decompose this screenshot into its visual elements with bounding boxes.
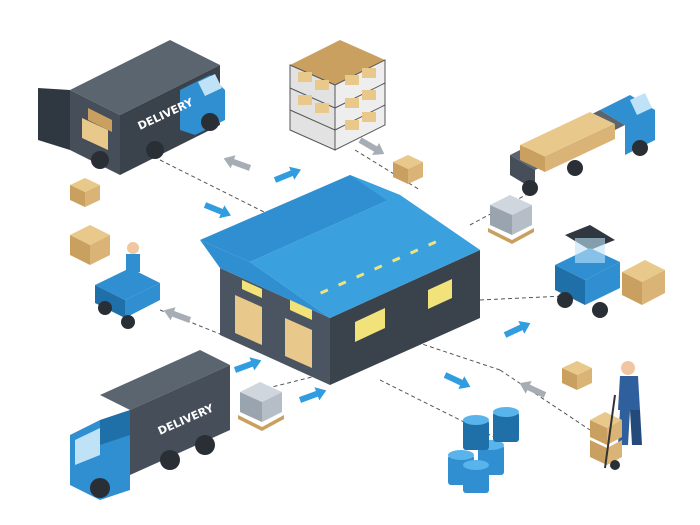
worker-head-icon [621, 361, 635, 375]
warehouse-door [235, 295, 262, 345]
warehouse-door [285, 318, 312, 368]
storage-rack [289, 40, 386, 151]
operator-head-icon [127, 242, 139, 254]
barrels [448, 407, 519, 493]
arrow-blue-icon [298, 387, 327, 403]
barrel-icon [463, 460, 489, 493]
crate-icon [70, 178, 100, 207]
delivery-truck-top-left: DELIVERY [38, 40, 225, 175]
arrow-blue-icon [233, 357, 262, 373]
wrapped-pallet-icon [488, 195, 534, 244]
arrow-blue-icon [273, 166, 301, 183]
forklift-right [555, 225, 665, 318]
arrow-gray-icon [223, 155, 252, 171]
delivery-truck-bottom-left: DELIVERY [70, 350, 230, 500]
worker-hand-truck [590, 361, 642, 470]
crate-icon [562, 361, 592, 390]
warehouse [200, 175, 480, 385]
crate-icon [393, 155, 423, 184]
wrapped-pallet-icon [238, 382, 284, 431]
arrow-gray-icon [519, 381, 547, 398]
arrow-blue-icon [163, 307, 192, 323]
warehouse-windows [242, 279, 452, 342]
cargo-boxes [520, 112, 615, 172]
crate-on-fork [622, 260, 665, 305]
barrel-icon [463, 415, 489, 450]
arrow-blue-icon [203, 202, 231, 219]
flatbed-truck [510, 93, 655, 196]
arrow-blue-icon [443, 372, 471, 389]
flow-arrows [163, 137, 547, 403]
barrel-icon [493, 407, 519, 442]
small-forklift [70, 225, 160, 329]
arrow-blue-icon [503, 321, 531, 338]
arrow-gray-icon [358, 137, 385, 156]
roof-ridge-lights [319, 240, 437, 295]
